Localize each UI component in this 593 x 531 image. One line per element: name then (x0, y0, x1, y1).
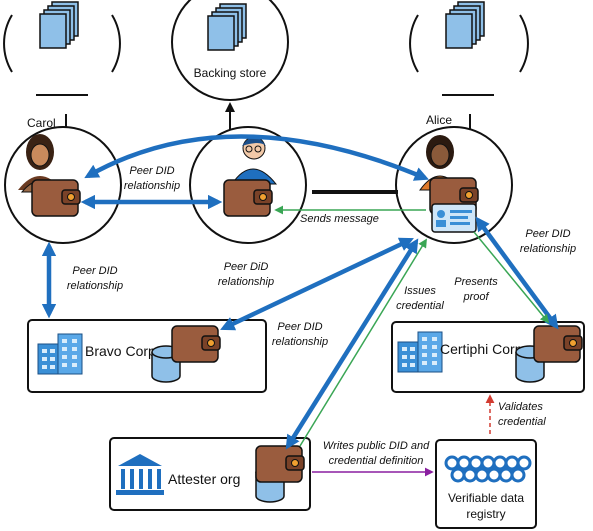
id-card-icon (431, 203, 477, 233)
registry-label-line2: registry (466, 507, 505, 521)
wallet-icon (171, 325, 221, 363)
carol-storage (3, 1, 121, 96)
validates-credential-label-line1: Validates (498, 401, 543, 413)
bob-bravo-label-line1: Peer DiD (224, 261, 269, 273)
certiphi-corp-label: Certiphi Corp (440, 341, 523, 357)
alice-attester-label-line2: relationship (272, 336, 328, 348)
carol-bob-label-line2: relationship (124, 180, 180, 192)
alice-certiphi-label-line1: Peer DID (525, 228, 570, 240)
person-icon (18, 134, 62, 193)
registry-label-line1: Verifiable data (448, 491, 524, 505)
alice-certiphi-arrow (475, 216, 559, 330)
writes-public-did-label-line1: Writes public DID and (323, 440, 430, 452)
carol-bravo-label-line1: Peer DID (72, 265, 117, 277)
wallet-icon (223, 179, 273, 217)
bob-agent (189, 126, 307, 244)
writes-public-did-label-line2: credential definition (329, 455, 424, 467)
presents-proof-arrow (473, 231, 550, 324)
carol-bob-label-line1: Peer DID (129, 165, 174, 177)
presents-proof-label-line2: proof (462, 291, 489, 303)
issues-credential-arrow (299, 238, 427, 447)
carol-label: Carol (27, 116, 56, 130)
backing-store-label: Backing store (194, 66, 267, 80)
attester-org-box: Attester org (109, 437, 311, 511)
chain-icon (444, 455, 532, 483)
alice-label: Alice (426, 113, 452, 127)
verifiable-data-registry-box: Verifiable data registry (435, 439, 537, 529)
wallet-icon (31, 179, 81, 217)
document-stack-icon (445, 1, 485, 49)
carol-agent: Carol (4, 116, 122, 244)
bob-bravo-label-line2: relationship (218, 276, 274, 288)
document-stack-icon (39, 1, 79, 49)
wallet-icon (533, 325, 583, 363)
backing-store: Backing store (171, 0, 289, 101)
bravo-corp-box: Bravo Corp (27, 319, 267, 393)
alice-attester-label-line1: Peer DID (277, 321, 322, 333)
presents-proof-label-line1: Presents (454, 276, 498, 288)
validates-credential-label-line2: credential (498, 416, 546, 428)
sends-message-label: Sends message (300, 213, 379, 225)
bank-icon (116, 454, 164, 495)
alice-storage (409, 1, 529, 96)
wallet-icon (255, 445, 305, 483)
carol-bravo-label-line2: relationship (67, 280, 123, 292)
carol-alice-arrow (84, 134, 429, 181)
attester-org-label: Attester org (168, 471, 240, 487)
alice-certiphi-label-line2: relationship (520, 243, 576, 255)
issues-credential-label-line2: credential (396, 300, 444, 312)
certiphi-corp-box: Certiphi Corp (391, 321, 585, 393)
alice-attester-arrow (285, 238, 419, 450)
bravo-corp-label: Bravo Corp (85, 343, 156, 359)
alice-agent: Alice (395, 113, 513, 244)
issues-credential-label-line1: Issues (404, 285, 436, 297)
